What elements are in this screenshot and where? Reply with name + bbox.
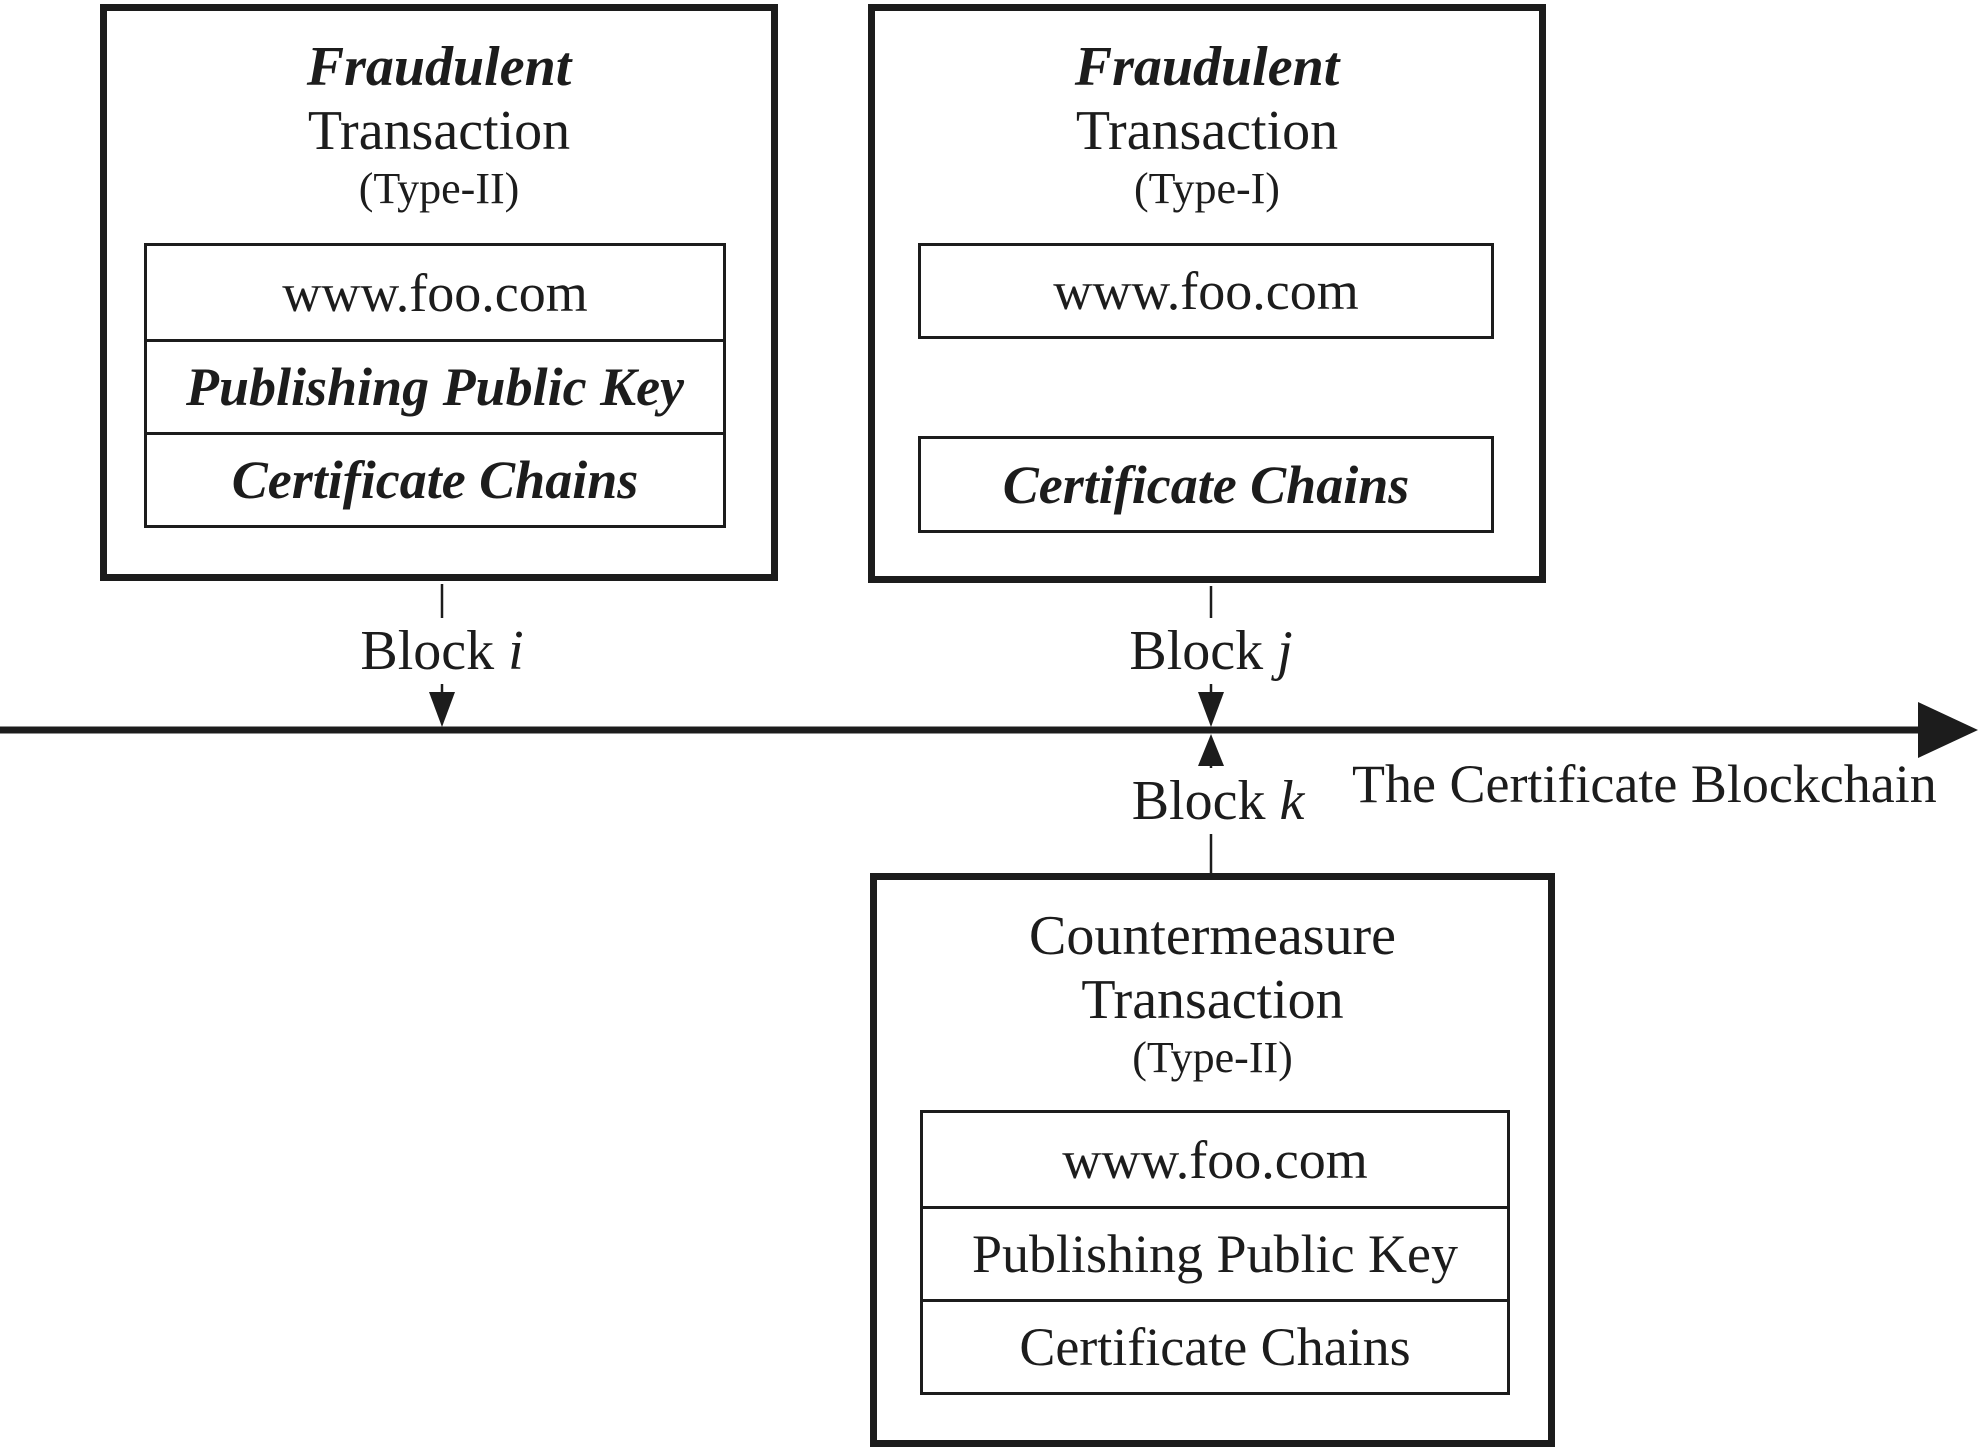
block-k-var: k [1279, 770, 1305, 832]
block-i-var: i [508, 620, 524, 682]
block-i-word: Block [360, 620, 495, 682]
countermeasure-fields-table: www.foo.com Publishing Public Key Certif… [920, 1110, 1510, 1395]
table-row-domain: www.foo.com [1062, 1129, 1368, 1190]
table-row-publishing-public-key: Publishing Public Key [147, 339, 723, 432]
field-box-certificate-chains: Certificate Chains [918, 436, 1494, 533]
block-j-var: j [1277, 620, 1293, 682]
table-row-domain: www.foo.com [282, 262, 588, 323]
block-i-arrowhead-icon [429, 692, 455, 727]
title-line-transaction: Transaction [307, 100, 571, 162]
block-j-word: Block [1129, 620, 1264, 682]
block-k-word: Block [1131, 770, 1266, 832]
title-line-type: (Type-II) [358, 164, 520, 213]
title-line-type: (Type-II) [1132, 1033, 1293, 1082]
fraudulent-type2-fields-table: www.foo.com Publishing Public Key Certif… [144, 243, 726, 528]
fraudulent-type2-title: Fraudulent Transaction (Type-II) [107, 35, 771, 215]
field-box-domain: www.foo.com [918, 243, 1494, 339]
title-line-transaction: Transaction [1081, 969, 1344, 1031]
fraudulent-type1-title: Fraudulent Transaction (Type-I) [875, 35, 1539, 215]
title-line-countermeasure: Countermeasure [1029, 905, 1396, 967]
fraudulent-type1-transaction-box: Fraudulent Transaction (Type-I) www.foo.… [868, 4, 1546, 583]
block-k-arrowhead-icon [1198, 734, 1224, 766]
title-line-type: (Type-I) [1134, 164, 1280, 213]
blockchain-axis-label: The Certificate Blockchain [1352, 754, 1937, 814]
fraudulent-type2-transaction-box: Fraudulent Transaction (Type-II) www.foo… [100, 4, 778, 581]
block-j-arrowhead-icon [1198, 692, 1224, 727]
title-line-fraudulent: Fraudulent [306, 36, 572, 98]
table-row-certificate-chains: Certificate Chains [923, 1299, 1507, 1392]
table-row-publishing-public-key: Publishing Public Key [923, 1206, 1507, 1299]
countermeasure-title: Countermeasure Transaction (Type-II) [877, 904, 1548, 1084]
blockchain-axis-arrowhead-icon [1918, 702, 1978, 758]
title-line-fraudulent: Fraudulent [1074, 36, 1340, 98]
countermeasure-transaction-box: Countermeasure Transaction (Type-II) www… [870, 873, 1555, 1447]
table-row-certificate-chains: Certificate Chains [147, 432, 723, 525]
title-line-transaction: Transaction [1075, 100, 1339, 162]
